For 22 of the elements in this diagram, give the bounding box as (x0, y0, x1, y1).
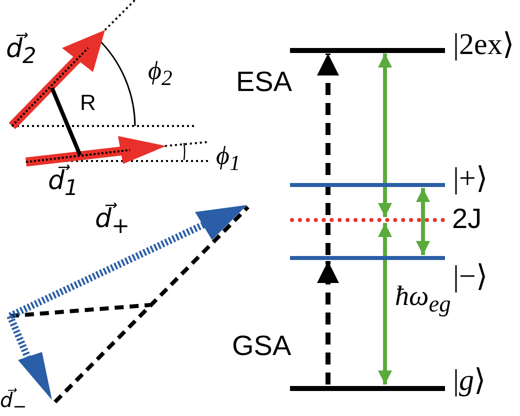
energy-level-line (290, 48, 445, 52)
distance-label: R (80, 92, 96, 114)
arrow (317, 54, 339, 255)
energy-level-line (290, 256, 445, 260)
state-label: |+⟩ (453, 164, 488, 194)
angle-label: ϕ$_{2}$ (148, 58, 172, 90)
vector-label: d⃗$_{−}$ (0, 390, 27, 416)
energy-level-line (290, 183, 445, 187)
transition-label: ħω$_{eg}$ (395, 283, 451, 317)
state-label: |2ex⟩ (453, 30, 514, 60)
arrow (416, 188, 430, 255)
arrow (378, 223, 392, 384)
arrow (317, 261, 339, 384)
energy-level-line (290, 386, 445, 390)
angle-label: ϕ$_{1}$ (216, 143, 240, 175)
transition-label: 2J (452, 205, 482, 233)
transition-label: GSA (232, 332, 292, 360)
reference-level-line (290, 218, 445, 222)
arrow (378, 54, 392, 217)
transition-label: ESA (236, 68, 292, 96)
state-label: |g⟩ (453, 366, 486, 396)
state-label: |−⟩ (453, 262, 488, 292)
